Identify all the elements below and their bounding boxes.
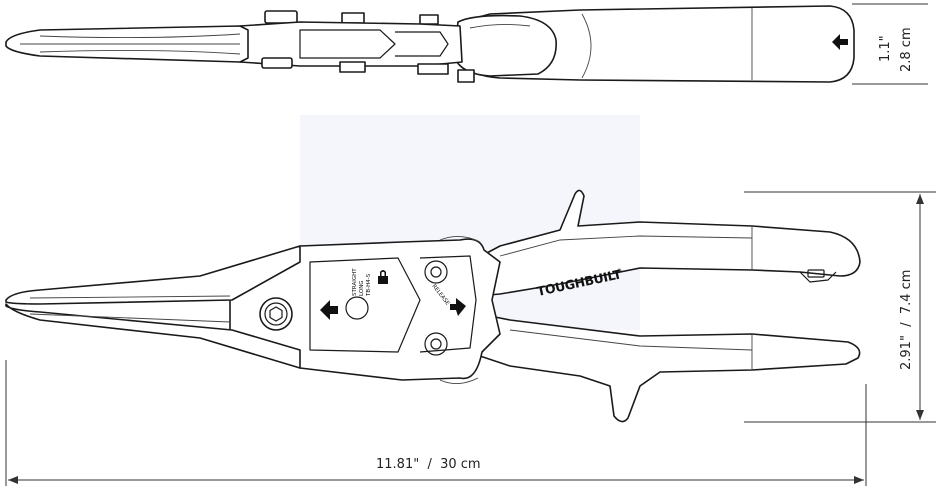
height-arrow-top: [916, 194, 924, 204]
upper-handle-inner-line: [499, 235, 753, 257]
thickness-inches-label: 1.1": [878, 35, 893, 62]
hinge-hole-upper: [424, 260, 448, 284]
hinge-hole-center: [345, 296, 369, 320]
top-hinge-body: [239, 21, 463, 67]
lower-handle: [467, 311, 861, 423]
lanyard-loop: [799, 271, 837, 283]
lower-jaw-bevel: [29, 313, 231, 323]
upper-handle: [469, 189, 861, 297]
lower-handle-inner-line: [509, 329, 753, 351]
mode-label-2: LONG: [359, 280, 365, 296]
top-view: [5, 5, 855, 83]
top-jaw-bevel-lower: [39, 49, 241, 55]
top-lower-nub: [261, 57, 293, 69]
height-arrow-bottom: [916, 410, 924, 420]
arrow-left-icon: [320, 300, 338, 320]
hinge-bottom-curve: [439, 377, 479, 384]
mode-label-group: STRAIGHT LONG TB-H4-S: [352, 268, 372, 297]
top-hinge-tab-b: [419, 14, 439, 25]
top-hinge-plate: [299, 29, 396, 59]
length-arrow-left: [8, 476, 18, 484]
top-lower-tab-b: [417, 63, 449, 75]
top-lower-tab-c: [457, 69, 475, 83]
hinge-hole-lower-inner: [430, 338, 442, 350]
hinge-link: [419, 255, 477, 353]
top-hinge-nub: [264, 10, 298, 24]
arrow-left-icon: [832, 34, 848, 50]
side-view: STRAIGHT LONG TB-H4-S RELEASE TOUGHBUILT…: [5, 189, 861, 423]
lower-jaw: [5, 303, 301, 369]
top-handle-grip-line: [581, 13, 592, 79]
top-hinge-tab-a: [341, 12, 365, 24]
height-label: 2.91" / 7.4 cm: [899, 270, 914, 370]
hex-bolt-icon: [269, 306, 283, 322]
length-label: 11.81" / 30 cm: [376, 457, 481, 472]
length-arrow-right: [854, 476, 864, 484]
lanyard-hole: [807, 269, 825, 278]
thickness-cm-label: 2.8 cm: [899, 27, 914, 72]
top-hinge-link: [395, 31, 449, 57]
top-lower-tab-a: [339, 61, 366, 73]
lock-icon: [378, 270, 388, 284]
hinge-plate: [309, 257, 421, 353]
hinge-body: [229, 238, 501, 381]
arrow-right-icon: [450, 298, 466, 316]
hinge-top-curve: [439, 236, 481, 243]
pivot-bolt-ring: [264, 302, 288, 326]
top-jaw-bevel-upper: [39, 33, 241, 39]
hinge-hole-lower: [424, 332, 448, 356]
mode-label-1: STRAIGHT: [352, 268, 358, 296]
hinge-hole-upper-inner: [430, 266, 442, 278]
brand-trademark: ®: [616, 267, 623, 275]
upper-jaw: [5, 245, 301, 305]
top-handle-cap-line: [469, 23, 531, 29]
upper-jaw-bevel: [29, 295, 231, 299]
mode-label-3: TB-H4-S: [366, 273, 372, 297]
dimension-lines: [5, 3, 936, 486]
